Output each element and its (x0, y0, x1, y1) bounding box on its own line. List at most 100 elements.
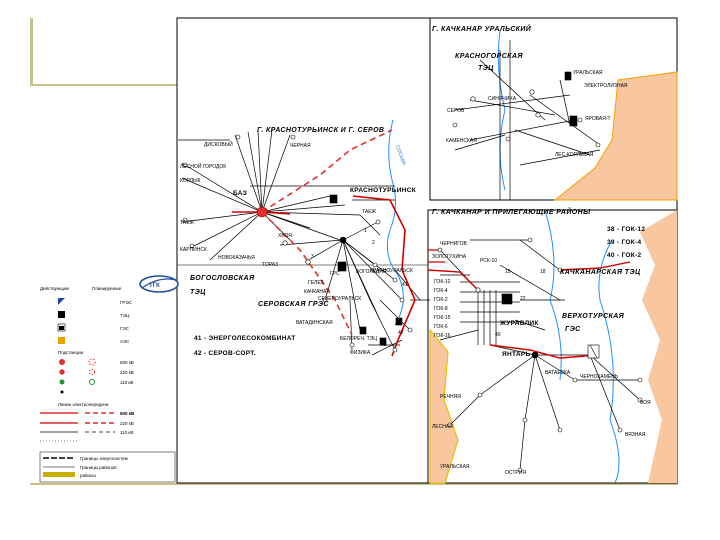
sub-rechnyaya: РЕЧНЯЯ (440, 394, 461, 400)
zone-southwest (429, 328, 459, 484)
legend-sub-110-icon (59, 379, 65, 385)
river-kach-3 (598, 239, 613, 301)
serov-lines-110 (178, 129, 430, 356)
serov-substations (182, 134, 413, 353)
legend-boundary-systems: Границы энергосистем (80, 456, 128, 461)
kach-code-gok16: ГОК-16 (434, 333, 451, 339)
north-substations (452, 71, 601, 148)
sub-yarovaya: ЯРОВАЯ-Т (585, 116, 611, 122)
legend-line-110-label: 110 кВ (120, 430, 133, 435)
kachkanar-lines-110 (439, 239, 641, 471)
sub-korlyk: КОРЛЫК (180, 178, 201, 184)
sub-toraz: ТОРАЗ (262, 262, 278, 268)
legend: Действующие Планируемые ГРЭС ТЭЦ ГЭС АЭС… (39, 285, 176, 483)
zone-east (640, 210, 677, 483)
kach-code-gok8: ГОК-8 (434, 306, 448, 312)
legend-header-right: Планируемые (92, 286, 122, 291)
legend-line-500-label: 500 кВ (120, 411, 135, 416)
kachkanar-lines-220 (427, 261, 631, 359)
sub-uralskaya: УРАЛЬСКАЯ (573, 70, 603, 76)
legend-sub-220-label: 220 кВ (120, 370, 134, 375)
region-title-kachkanar-uralsky: Г. КАЧКАНАР УРАЛЬСКИЙ (432, 24, 532, 33)
legend-ges-label: ГЭС (120, 326, 130, 331)
sub-serov-north: СЕРОВ (447, 108, 465, 114)
sub-lesnoy-gorodok: ЛЕСНОЙ ГОРОДОК (180, 162, 226, 170)
kach-line-39: 39 - ГОК-4 (607, 239, 641, 246)
legend-zone-label: районы (80, 472, 96, 478)
legend-grs-label: ГРЭС (120, 300, 133, 305)
river-north (497, 29, 506, 191)
region-title-krasnoturinsk-serov: Г. КРАСНОТУРЬИНСК И Г. СЕРОВ (257, 127, 384, 134)
line-500kv-north (261, 129, 393, 213)
legend-header-left: Действующие (40, 285, 70, 291)
sub-les-korlevaya: ЛЕС-КОРЛЕВАЯ (555, 152, 594, 158)
sub-novokazachya: НОВОКАЗАЧЬЯ (218, 255, 255, 261)
map-outer-frame (176, 17, 678, 484)
line-500kv-south (261, 211, 353, 336)
plant-bogoslovskaya-line1: БОГОСЛОВСКАЯ (190, 275, 255, 282)
sub-karpinsk: КАРПИНСК (180, 247, 207, 253)
kach-code-rsk10: РСК-10 (480, 258, 497, 264)
sub-ostriya: ОСТРИЯ (505, 470, 526, 476)
kach-code-40: 40 (495, 332, 501, 338)
kach-code-15: 15 (505, 269, 511, 275)
sub-chernaya: ЧЕРНАЯ (290, 143, 311, 149)
kach-code-gok15: ГОК-15 (434, 315, 451, 321)
num-42: 42 (398, 330, 404, 336)
river-sosva (386, 119, 404, 326)
sub-fizika: ФИЗИКА (350, 350, 371, 356)
kach-code-gok2: ГОК-2 (434, 297, 448, 303)
sub-vataevka: ВАТАЕВКА (545, 370, 571, 376)
north-lines (454, 40, 601, 200)
legend-sub-110-label: 110 кВ (120, 380, 133, 385)
plant-serovskaya-icon (337, 261, 347, 272)
sub-bogolednya: БОГОЛЕДНЯ (356, 269, 387, 275)
sub-sinyachikha: СИНЯЧИХА (488, 96, 517, 102)
serov-line-42: 42 - СЕРОВ-СОРТ. (194, 350, 256, 357)
sub-lesnaya: ЛЕСНАЯ (432, 424, 453, 430)
legend-line-header: Линии электропередачи (58, 402, 109, 407)
river-kach-2 (599, 299, 620, 484)
sub-yantar: ЯНТАРЬ (502, 351, 530, 358)
sub-zhuravlik: ЖУРАВЛИК (499, 320, 539, 327)
sub-krasnoturinsk: КРАСНОТУРЬИНСК (350, 187, 416, 194)
kach-code-gok4: ГОК-4 (434, 288, 448, 294)
sub-belorech: БЕЛОРЕЧ. ТЭЦ (340, 336, 377, 342)
sub-baz-node (256, 206, 268, 218)
kachkanar-substations (437, 237, 643, 473)
sub-karpinsk-top: ТАЕЖ (180, 220, 195, 226)
legend-aes-label: АЭС (120, 339, 130, 344)
plant-verkhoturskaya-line2: ГЭС (565, 326, 581, 333)
serov-line-41: 41 - ЭНЕРГОЛЕСОКОМБИНАТ (194, 335, 296, 342)
sub-chernokamen: ЧЕРНОКАМЕНЬ (580, 374, 619, 380)
sub-gelez: ГЕЛЕЗ (308, 280, 324, 286)
num-43: 43 (381, 342, 387, 348)
plant-verkhoturskaya-line1: ВЕРХОТУРСКАЯ (562, 313, 625, 320)
plant-bogoslovskaya-line2: ТЭЦ (190, 289, 206, 296)
plant-serovskaya: СЕРОВСКАЯ ГРЭС (258, 301, 329, 308)
legend-sub-header: Подстанции (58, 350, 84, 355)
sub-zolotukhina: ЗОЛОТУХИНА (432, 254, 467, 260)
kach-code-gok12: ГОК-12 (434, 279, 451, 285)
sub-baz: БАЗ (233, 190, 247, 197)
kach-code-22: 22 (520, 296, 526, 302)
kach-code-gok6: ГОК-6 (434, 324, 448, 330)
map-frames (176, 17, 678, 484)
plant-kachkanarskaya-icon (501, 293, 513, 305)
zone-northeast (553, 71, 678, 201)
sub-elektroliznaya: ЭЛЕКТРОЛИЗНАЯ (584, 83, 628, 89)
num-2: 2 (372, 240, 375, 246)
num-41: 41 (402, 282, 408, 288)
svg-text:ТГК: ТГК (149, 283, 160, 289)
num-1: 1 (364, 228, 367, 234)
num-3: 3 (311, 254, 314, 260)
legend-tec-icon (58, 311, 65, 318)
sub-kamenskaya: КАМЕНСКАЯ (446, 138, 477, 144)
sub-vyaznaya: ВЯЗНАЯ (625, 432, 646, 438)
legend-line-220-label: 220 кВ (120, 421, 134, 426)
sub-grs: ГРС (330, 271, 340, 277)
sub-vatadinskaya: ВАТАДИНСКАЯ (296, 320, 333, 326)
region-title-kachkanar-area: Г. КАЧКАНАР И ПРИЛЕГАЮЩИЕ РАЙОНЫ (432, 207, 591, 216)
legend-boundary-districts: Границы районов (80, 464, 117, 470)
